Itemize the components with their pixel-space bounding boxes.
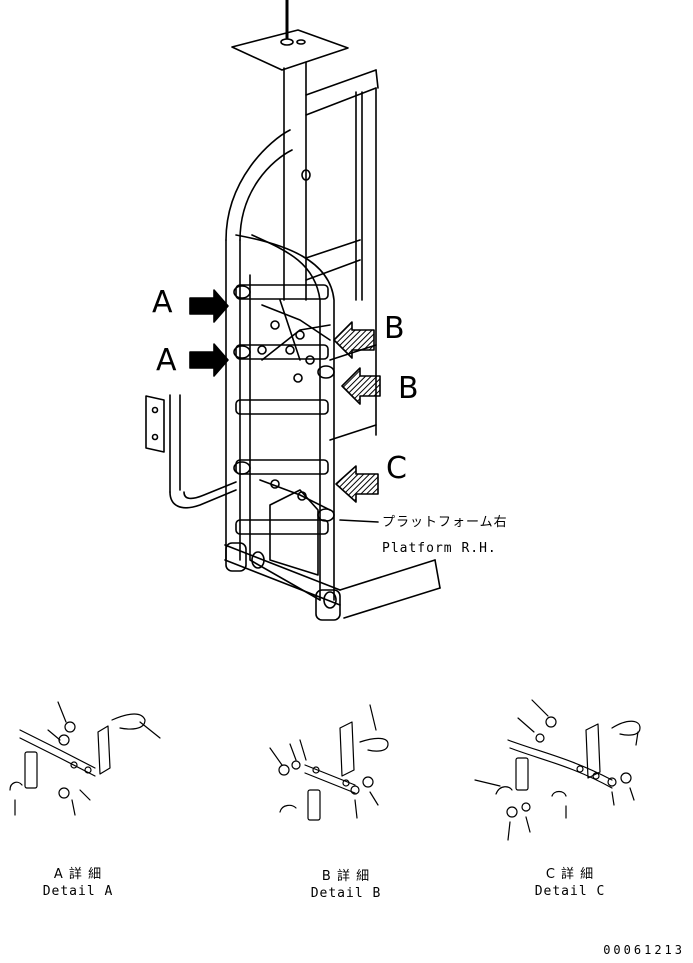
platform-label-en: Platform R.H. — [382, 541, 497, 556]
callout-b-upper: B — [384, 311, 405, 346]
detail-c-label-en: Detail C — [534, 884, 606, 899]
top-mounting-plate — [231, 0, 349, 71]
arrow-b2 — [341, 367, 381, 405]
document-number: 00061213 — [603, 943, 685, 957]
side-step-bracket — [145, 394, 237, 509]
arrow-a2 — [189, 343, 229, 377]
callout-a-upper: A — [152, 285, 173, 320]
detail-c-drawing — [474, 699, 641, 841]
detail-a-caption: A 詳 細 Detail A — [8, 868, 148, 898]
detail-b-label-en: Detail B — [310, 886, 382, 901]
platform-leader-line — [339, 519, 379, 523]
arrow-a1 — [189, 289, 229, 323]
detail-b-caption: B 詳 細 Detail B — [276, 870, 416, 900]
callout-b-lower: B — [398, 371, 419, 406]
detail-c-caption: C 詳 細 Detail C — [500, 868, 640, 898]
vertical-post — [283, 61, 379, 436]
detail-c-label-jp: C 詳 細 — [545, 867, 595, 882]
detail-b-drawing — [269, 704, 389, 821]
detail-a-label-jp: A 詳 細 — [53, 867, 103, 882]
platform-label-jp: プラットフォーム右 — [382, 515, 508, 530]
callout-a-lower: A — [156, 343, 177, 378]
detail-a-drawing — [9, 701, 161, 816]
detail-b-label-jp: B 詳 細 — [321, 869, 371, 884]
arrow-b1 — [333, 321, 375, 359]
detail-a-label-en: Detail A — [42, 884, 114, 899]
handrail — [225, 129, 361, 601]
callout-c: C — [386, 451, 407, 486]
platform-side-frame — [224, 274, 441, 621]
arrow-c1 — [335, 465, 379, 503]
ladder-rungs — [233, 284, 335, 535]
